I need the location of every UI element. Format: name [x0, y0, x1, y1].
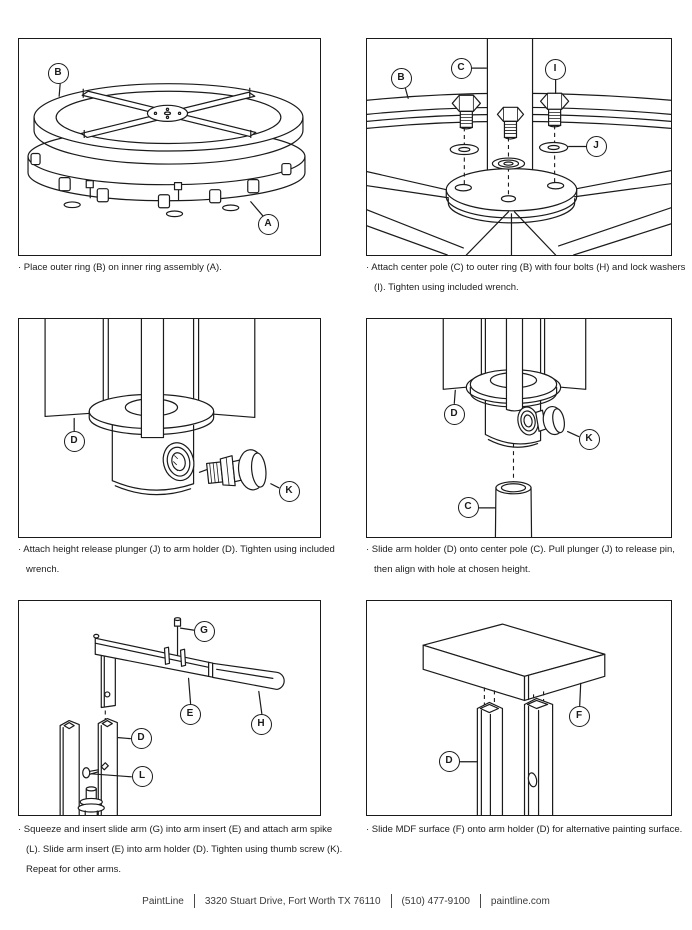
part-label-c: C: [450, 57, 472, 79]
part-label-d: D: [443, 403, 465, 425]
part-label-f: F: [568, 705, 590, 727]
illustration-plunger-attach: [44, 319, 280, 496]
footer: PaintLine 3320 Stuart Drive, Fort Worth …: [0, 894, 692, 908]
part-label-d: D: [63, 430, 85, 452]
footer-website: paintline.com: [490, 895, 550, 907]
part-label-l: L: [131, 765, 153, 787]
part-label-a: A: [257, 213, 279, 235]
panel-step-6: F D: [366, 600, 672, 816]
caption-step-6: · Slide MDF surface (F) onto arm holder …: [366, 824, 683, 835]
footer-phone: (510) 477-9100: [401, 895, 470, 907]
illustration-ring-assembly: [27, 83, 306, 218]
panel-step-2: B C I J: [366, 38, 672, 256]
footer-address: 3320 Stuart Drive, Fort Worth TX 76110: [204, 895, 381, 907]
panel-step-3: D K: [18, 318, 321, 538]
footer-separator: [479, 894, 481, 908]
caption-step-4: · Slide arm holder (D) onto center pole …: [366, 544, 675, 575]
part-label-i: I: [544, 58, 566, 80]
caption-step-2: · Attach center pole (C) to outer ring (…: [366, 262, 686, 293]
illustration-center-pole-bolts: [367, 39, 671, 255]
footer-separator: [193, 894, 195, 908]
part-label-k: K: [578, 428, 600, 450]
panel-step-5: G E H D L: [18, 600, 321, 816]
part-label-e: E: [179, 703, 201, 725]
part-label-g: G: [193, 620, 215, 642]
caption-step-1: · Place outer ring (B) on inner ring ass…: [18, 262, 222, 273]
part-label-d: D: [438, 750, 460, 772]
part-label-h: H: [250, 713, 272, 735]
part-label-j: J: [585, 135, 607, 157]
part-label-b: B: [47, 62, 69, 84]
part-label-c: C: [457, 496, 479, 518]
illustration-slide-arm-assembly: [59, 617, 285, 815]
part-label-k: K: [278, 480, 300, 502]
caption-step-5: · Squeeze and insert slide arm (G) into …: [18, 824, 343, 875]
part-label-b: B: [390, 67, 412, 89]
panel-step-1: B A: [18, 38, 321, 256]
footer-brand: PaintLine: [142, 895, 184, 907]
illustration-mdf-surface: [422, 623, 606, 815]
panel-step-4: D K C: [366, 318, 672, 538]
caption-step-3: · Attach height release plunger (J) to a…: [18, 544, 335, 575]
footer-separator: [390, 894, 392, 908]
illustration-arm-holder-slide: [442, 319, 587, 537]
part-label-d: D: [130, 727, 152, 749]
